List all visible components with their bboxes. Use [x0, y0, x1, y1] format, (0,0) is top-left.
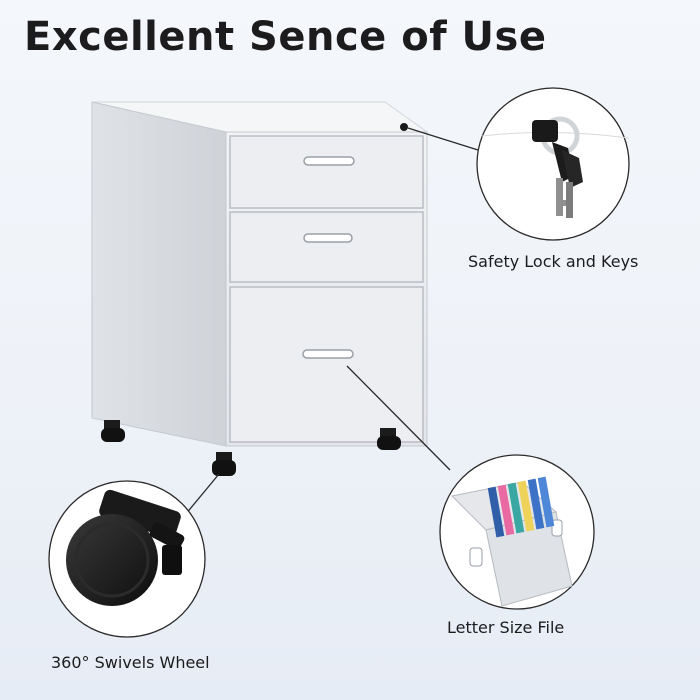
callout-lines: [184, 127, 479, 516]
key-icon: [552, 142, 583, 218]
binder-files: [487, 476, 555, 538]
top-drawer: [229, 135, 424, 209]
drawer-handle: [302, 349, 354, 359]
wheel-callout-label: 360° Swivels Wheel: [51, 653, 210, 672]
wheel-callout-line: [184, 473, 220, 516]
headline: Excellent Sence of Use: [24, 14, 547, 60]
drawer-handle: [303, 156, 355, 166]
wheel-icon: [66, 514, 158, 606]
lock-callout-line: [407, 127, 479, 151]
file-callout-line: [346, 365, 451, 471]
file-callout-label: Letter Size File: [447, 618, 565, 637]
middle-drawer: [229, 211, 424, 283]
file-drawer: [229, 286, 424, 443]
lock-detail-circle: [476, 87, 630, 241]
caster-wheels: [101, 420, 401, 476]
lock-keyhole: [400, 123, 408, 131]
lock-cylinder: [532, 120, 558, 142]
lock-callout-label: Safety Lock and Keys: [468, 252, 639, 271]
file-detail-circle: [439, 454, 595, 610]
file-cabinet: [91, 101, 429, 476]
wheel-detail-circle: [48, 480, 206, 638]
drawer-handle: [303, 233, 353, 243]
cabinet-side: [91, 101, 227, 447]
